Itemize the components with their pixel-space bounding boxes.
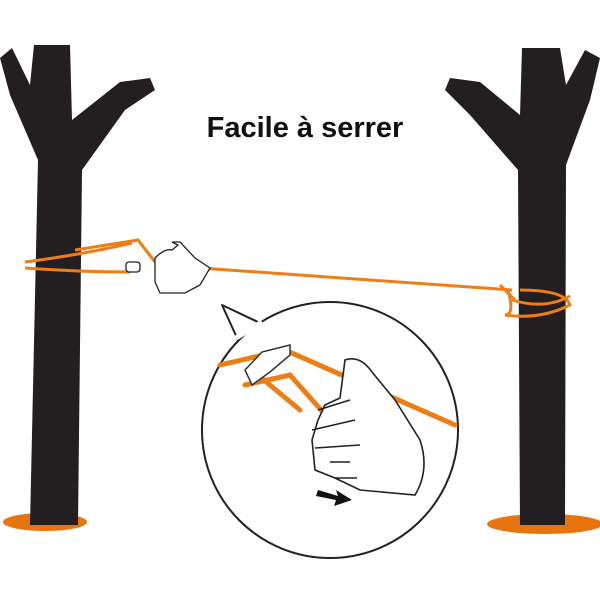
large-hand: [311, 358, 425, 496]
small-hand: [125, 241, 211, 294]
left-tree: [0, 45, 155, 525]
tensioner-clip: [244, 344, 291, 387]
right-tree: [445, 48, 600, 525]
rope: [24, 238, 572, 318]
zoom-bubble: [201, 301, 459, 559]
pull-arrow-icon: [316, 490, 352, 506]
title: Facile à serrer: [206, 112, 404, 144]
